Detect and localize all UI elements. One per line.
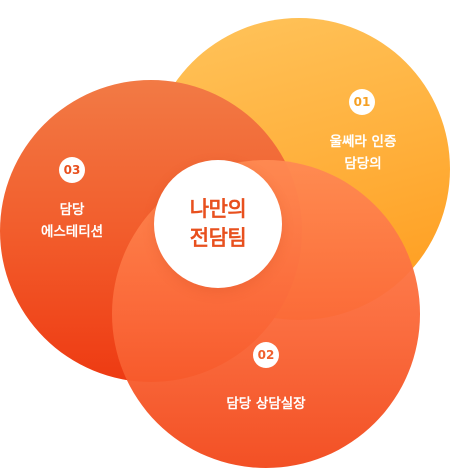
badge-03: 03: [59, 157, 85, 183]
item-02-line1: 담당 상담실장: [226, 396, 306, 412]
badge-02: 02: [253, 342, 279, 368]
badge-01: 01: [349, 89, 375, 115]
center-circle: 나만의 전담팀: [154, 160, 282, 288]
item-01-line1: 울쎄라 인증: [329, 134, 397, 150]
center-title-line1: 나만의: [189, 197, 247, 221]
item-01-label: 울쎄라 인증 담당의: [305, 131, 421, 175]
item-02-label: 담당 상담실장: [206, 393, 326, 415]
center-title-line2: 전담팀: [189, 226, 247, 250]
item-03-label: 담당 에스테티션: [22, 199, 122, 243]
item-03-line2: 에스테티션: [40, 224, 104, 240]
item-03-line1: 담당: [59, 202, 85, 218]
item-01-line2: 담당의: [344, 156, 382, 172]
